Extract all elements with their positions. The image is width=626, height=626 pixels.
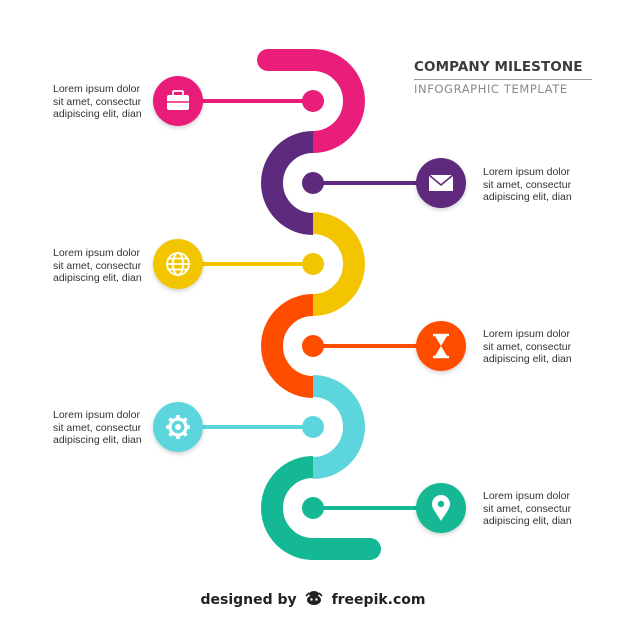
milestone-line: adipiscing elit, dian — [483, 515, 572, 528]
map-pin-icon — [432, 495, 450, 521]
snake-segment-3 — [312, 212, 365, 316]
snake-path — [257, 49, 381, 560]
milestone-line: sit amet, consectur — [53, 259, 142, 272]
freepik-logo-icon — [304, 590, 324, 610]
node-dot-3 — [302, 253, 324, 275]
gear-icon — [166, 415, 190, 439]
node-dot-5 — [302, 416, 324, 438]
node-dot-6 — [302, 497, 324, 519]
milestone-line: Lorem ipsum dolor — [53, 247, 140, 259]
envelope-icon — [428, 174, 454, 191]
snake-segment-4 — [261, 294, 314, 398]
page-subtitle: INFOGRAPHIC TEMPLATE — [414, 82, 568, 96]
briefcase-icon — [167, 90, 189, 110]
snake-segment-6 — [261, 456, 314, 560]
milestone-text-1: Lorem ipsum dolor sit amet, consectur ad… — [53, 83, 203, 121]
briefcase-handle — [172, 90, 184, 97]
pin-body — [432, 495, 450, 521]
milestone-text-5: Lorem ipsum dolor sit amet, consectur ad… — [53, 409, 203, 447]
page-title: COMPANY MILESTONE — [414, 59, 583, 75]
connectors — [178, 90, 441, 519]
milestone-line: adipiscing elit, dian — [53, 108, 142, 121]
milestone-line: Lorem ipsum dolor — [483, 490, 570, 502]
milestone-line: sit amet, consectur — [483, 340, 572, 353]
milestone-icons — [153, 76, 466, 533]
designer-credit: designed by freepik.com — [0, 590, 626, 610]
hourglass-sand-bottom — [435, 346, 447, 356]
snake-segment-5 — [312, 375, 365, 479]
node-dot-4 — [302, 335, 324, 357]
credit-brand: freepik.com — [331, 592, 426, 608]
milestone-line: Lorem ipsum dolor — [483, 166, 570, 178]
title-divider — [414, 79, 592, 80]
node-dot-2 — [302, 172, 324, 194]
envelope-flap — [428, 174, 454, 187]
milestone-line: adipiscing elit, dian — [483, 353, 572, 366]
hourglass-icon — [433, 333, 449, 359]
milestone-line: adipiscing elit, dian — [53, 434, 142, 447]
credit-prefix: designed by — [200, 592, 297, 608]
milestone-line: adipiscing elit, dian — [483, 191, 572, 204]
node-dot-1 — [302, 90, 324, 112]
milestone-text-2: Lorem ipsum dolor sit amet, consectur ad… — [483, 166, 626, 204]
gear-ring — [168, 417, 188, 437]
milestone-text-3: Lorem ipsum dolor sit amet, consectur ad… — [53, 247, 203, 285]
milestone-line: Lorem ipsum dolor — [483, 328, 570, 340]
snake-segment-2 — [261, 131, 314, 235]
milestone-line: adipiscing elit, dian — [53, 272, 142, 285]
gear-hub — [175, 424, 181, 430]
milestone-line: sit amet, consectur — [53, 95, 142, 108]
milestone-line: sit amet, consectur — [483, 502, 572, 515]
milestone-line: sit amet, consectur — [483, 178, 572, 191]
pin-hole — [437, 500, 445, 508]
milestone-text-4: Lorem ipsum dolor sit amet, consectur ad… — [483, 328, 626, 366]
snake-segment-1 — [312, 49, 365, 153]
milestone-line: Lorem ipsum dolor — [53, 83, 140, 95]
globe-icon — [166, 252, 190, 276]
hourglass-sand-top — [435, 336, 447, 346]
milestone-line: Lorem ipsum dolor — [53, 409, 140, 421]
milestone-text-6: Lorem ipsum dolor sit amet, consectur ad… — [483, 490, 626, 528]
milestone-line: sit amet, consectur — [53, 421, 142, 434]
